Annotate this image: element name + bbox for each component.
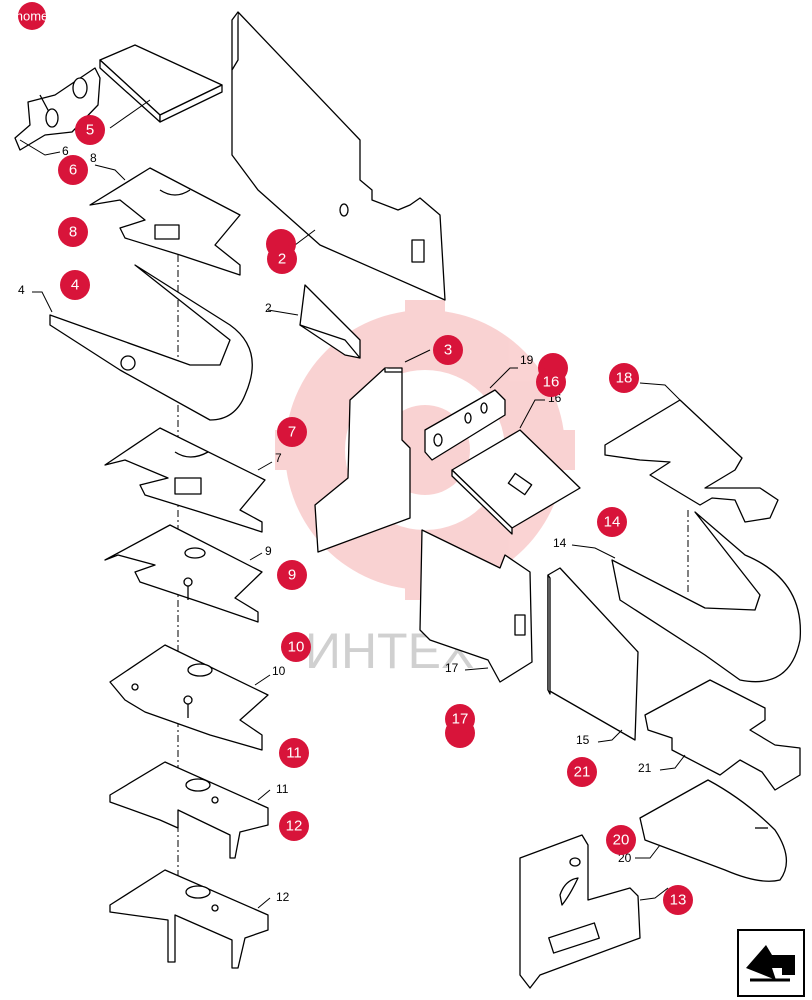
part-5-plate <box>99 44 223 123</box>
return-arrow-icon[interactable] <box>737 929 805 997</box>
leader-7 <box>257 461 273 471</box>
svg-text:21: 21 <box>574 764 591 781</box>
callout-10: 10 <box>272 664 286 678</box>
callout-11: 11 <box>276 782 289 796</box>
callout-8: 8 <box>90 151 97 165</box>
leader-19 <box>489 367 518 389</box>
part-11-block <box>109 761 269 859</box>
leader-18 <box>639 382 681 401</box>
home-button[interactable]: home <box>16 2 49 30</box>
hotspot-9[interactable]: 9 <box>277 560 307 590</box>
hotspot-13[interactable]: 13 <box>663 885 693 915</box>
hotspot-5[interactable]: 5 <box>75 115 105 145</box>
hotspot-21[interactable]: 21 <box>567 757 597 787</box>
part-6-bracket <box>14 67 101 151</box>
leader-13 <box>639 887 669 901</box>
callout-19: 19 <box>520 353 534 367</box>
part-13-plate <box>519 834 641 989</box>
leader-15 <box>597 729 623 743</box>
leader-9 <box>249 552 263 561</box>
svg-text:20: 20 <box>613 832 630 849</box>
callout-17: 17 <box>445 661 459 675</box>
callout-9: 9 <box>265 544 272 558</box>
leader-3 <box>404 349 431 363</box>
callout-12: 12 <box>276 890 290 904</box>
leader-11 <box>257 789 271 801</box>
hotspot-11[interactable]: 11 <box>279 738 309 768</box>
leader-14 <box>571 544 616 559</box>
hotspot-7[interactable]: 7 <box>277 417 307 447</box>
part-2-block <box>299 284 361 359</box>
leader-12 <box>257 897 271 909</box>
part-10-plate <box>109 644 269 751</box>
svg-text:7: 7 <box>288 424 296 441</box>
leader-4 <box>32 291 53 313</box>
svg-text:10: 10 <box>288 639 305 656</box>
hotspot-8[interactable]: 8 <box>58 217 88 247</box>
callout-21: 21 <box>638 761 652 775</box>
part-20-block <box>639 779 787 882</box>
hotspot-3[interactable]: 3 <box>433 335 463 365</box>
part-7-plate <box>104 427 266 533</box>
leader-8 <box>94 164 126 181</box>
hotspot-20[interactable]: 20 <box>606 825 636 855</box>
leader-10 <box>254 674 271 686</box>
leader-20 <box>635 844 661 859</box>
hotspot-6[interactable]: 6 <box>58 155 88 185</box>
svg-text:4: 4 <box>71 277 79 294</box>
part-8-plate <box>89 167 241 276</box>
svg-text:2: 2 <box>278 251 286 268</box>
hotspot-14[interactable]: 14 <box>597 507 627 537</box>
hotspot-12[interactable]: 12 <box>279 811 309 841</box>
part-21-block <box>644 679 801 791</box>
hotspot-2[interactable]: 2 <box>266 229 297 274</box>
svg-text:14: 14 <box>604 514 621 531</box>
svg-text:8: 8 <box>69 224 77 241</box>
leader-16 <box>519 399 545 429</box>
part-17-panel <box>419 529 533 683</box>
part-15-plate <box>547 567 639 741</box>
hotspot-18[interactable]: 18 <box>609 363 639 393</box>
callout-7: 7 <box>275 451 282 465</box>
part-4-u-bracket <box>49 264 253 421</box>
svg-text:11: 11 <box>286 745 302 762</box>
svg-text:13: 13 <box>670 892 687 909</box>
part-12-block <box>109 869 269 969</box>
part-18-plate <box>604 399 779 523</box>
leader-17 <box>464 667 489 671</box>
hotspot-10[interactable]: 10 <box>281 632 311 662</box>
svg-text:6: 6 <box>69 162 77 179</box>
svg-text:12: 12 <box>286 818 303 835</box>
part-19-bar <box>424 389 506 461</box>
part-2-panel <box>231 11 446 301</box>
home-label: home <box>16 9 49 24</box>
part-3-panel <box>314 367 411 553</box>
svg-text:16: 16 <box>543 374 560 391</box>
callout-4: 4 <box>18 283 25 297</box>
callout-6: 6 <box>62 144 69 158</box>
leader-2-big <box>294 229 316 246</box>
svg-text:5: 5 <box>86 122 94 139</box>
svg-text:18: 18 <box>616 370 633 387</box>
leader-6 <box>19 139 61 156</box>
part-16-plate <box>451 429 581 535</box>
part-9-plate <box>104 524 263 623</box>
svg-text:3: 3 <box>444 342 452 359</box>
svg-text:17: 17 <box>452 711 469 728</box>
leader-21 <box>659 754 686 771</box>
leader-2-small <box>267 309 299 316</box>
hotspot-16[interactable]: 16 <box>536 353 568 397</box>
leader-5 <box>109 99 151 129</box>
hotspot-4[interactable]: 4 <box>60 270 90 300</box>
hotspot-17[interactable]: 17 <box>445 704 475 748</box>
callout-14: 14 <box>553 536 567 550</box>
svg-text:9: 9 <box>288 567 296 584</box>
callout-15: 15 <box>576 733 590 747</box>
part-14-u-bracket <box>611 511 802 683</box>
callout-2: 2 <box>265 301 272 315</box>
